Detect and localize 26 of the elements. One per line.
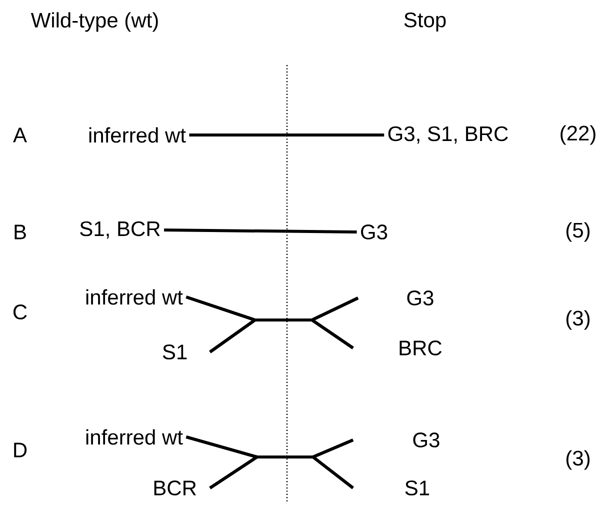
sample-label: S1 bbox=[162, 344, 187, 360]
sample-label: G3 bbox=[361, 224, 388, 240]
column-heading: Stop bbox=[404, 12, 446, 32]
row-letter: C bbox=[14, 304, 27, 320]
count-label: (5) bbox=[566, 222, 590, 242]
count-label: (3) bbox=[566, 310, 590, 330]
tree-branch bbox=[209, 318, 354, 354]
sample-label: G3, S1, BRC bbox=[388, 126, 508, 144]
row-letter: A bbox=[13, 128, 27, 142]
count-label: (3) bbox=[566, 450, 590, 470]
count-label: (22) bbox=[560, 125, 596, 145]
sample-label: BCR bbox=[154, 480, 196, 496]
tree-branch bbox=[209, 456, 354, 490]
sample-label: G3 bbox=[407, 290, 434, 306]
sample-label: S1, BCR bbox=[80, 221, 160, 239]
tree-branch bbox=[164, 228, 357, 234]
row-letter: B bbox=[14, 224, 26, 240]
sample-label: inferred wt bbox=[89, 127, 186, 143]
sample-label: inferred wt bbox=[86, 429, 183, 445]
tree-branch bbox=[189, 134, 384, 136]
row-letter: D bbox=[14, 442, 27, 458]
column-heading: Wild-type (wt) bbox=[30, 12, 158, 32]
sample-label: BRC bbox=[400, 340, 442, 356]
sample-label: G3 bbox=[413, 432, 440, 448]
sample-label: inferred wt bbox=[86, 289, 183, 305]
sample-label: S1 bbox=[405, 480, 430, 496]
